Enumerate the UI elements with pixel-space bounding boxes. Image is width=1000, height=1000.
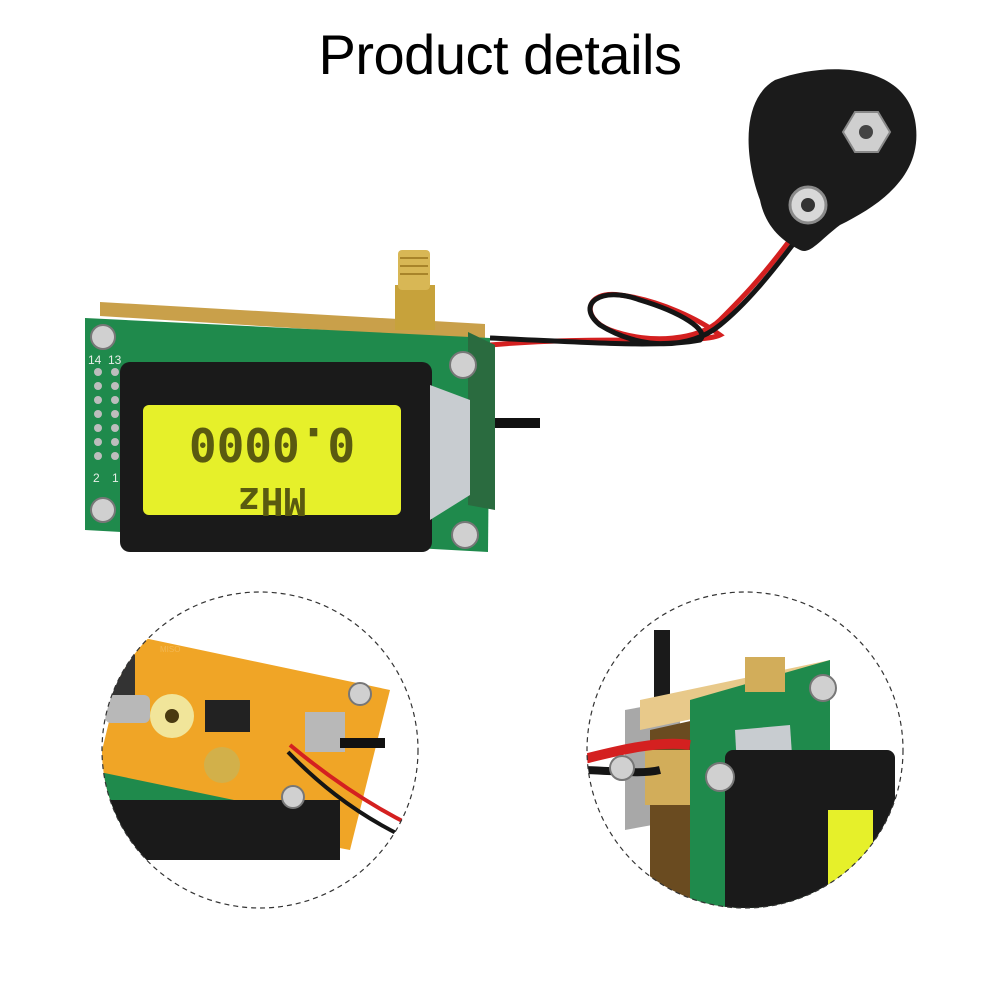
pin-label-13: 13 (108, 353, 122, 367)
slide-switch (495, 418, 540, 428)
battery-clip (489, 69, 917, 348)
dashed-circle-left (101, 591, 419, 909)
pin-label-1: 1 (112, 471, 119, 485)
pin-header: 14 13 2 1 (88, 353, 122, 485)
pin-label-2: 2 (93, 471, 100, 485)
detail-circle-left: MISO (101, 591, 419, 909)
lcd-line-1: MHz (238, 479, 307, 523)
sma-connector-detail-icon (204, 747, 240, 783)
detail-circle-right (586, 591, 904, 909)
slide-switch-detail (654, 630, 670, 710)
frequency-counter-module: 14 13 2 1 MHz 0.0000 (85, 250, 540, 552)
dashed-circle-right (586, 591, 904, 909)
screw-icon (90, 324, 479, 549)
pin-label-14: 14 (88, 353, 102, 367)
page-title: Product details (318, 23, 682, 86)
silk-miso: MISO (160, 645, 180, 654)
sma-connector-icon (395, 250, 435, 330)
lcd-screen (143, 405, 401, 515)
lcd-line-2: 0.0000 (189, 417, 355, 471)
